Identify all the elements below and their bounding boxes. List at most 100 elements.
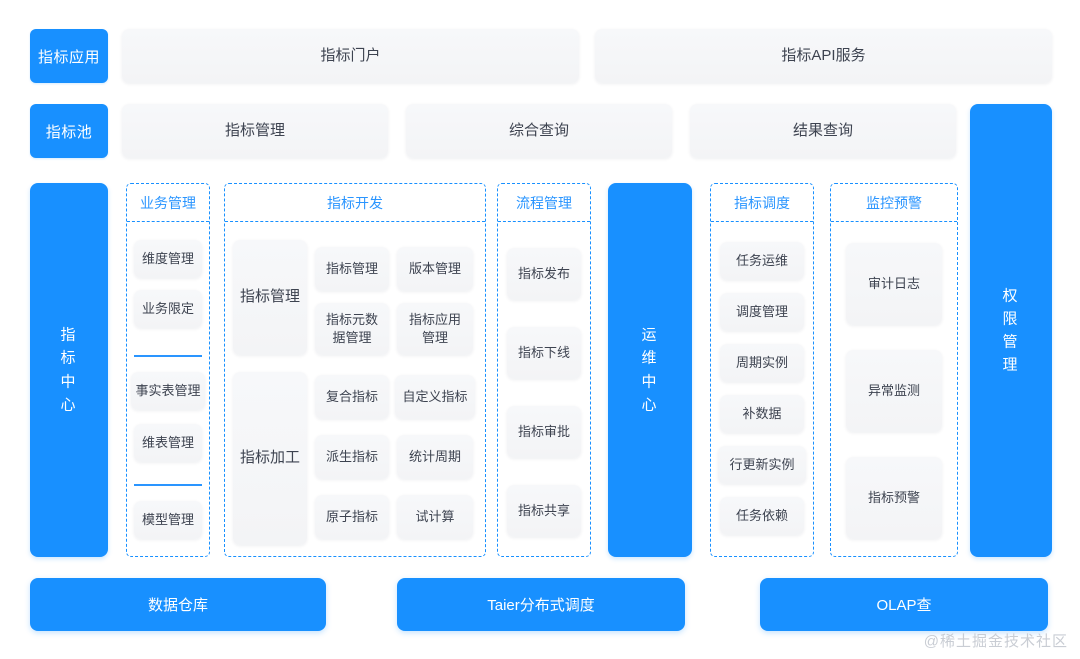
card-label: 任务依赖 bbox=[735, 508, 788, 524]
card-dimension-table-management[interactable]: 维表管理 bbox=[134, 424, 202, 462]
card-comprehensive-query[interactable]: 综合查询 bbox=[406, 104, 672, 158]
card-business-limitation[interactable]: 业务限定 bbox=[134, 290, 202, 328]
card-label: 业务限定 bbox=[141, 301, 194, 317]
card-schedule-management[interactable]: 调度管理 bbox=[720, 293, 804, 331]
card-trial-calculation[interactable]: 试计算 bbox=[397, 495, 473, 539]
group-title: 流程管理 bbox=[498, 184, 590, 222]
card-row-update-instance[interactable]: 行更新实例 bbox=[718, 446, 806, 484]
card-indicator-management-dev[interactable]: 指标管理 bbox=[233, 240, 307, 355]
foundation-label: Taier分布式调度 bbox=[487, 597, 595, 614]
card-fact-table-management[interactable]: 事实表管理 bbox=[131, 372, 205, 410]
card-indicator-application-management[interactable]: 指标应用管理 bbox=[397, 303, 473, 355]
card-label: 指标预警 bbox=[867, 490, 920, 506]
group-business-management: 业务管理 bbox=[126, 183, 210, 557]
foundation-data-warehouse[interactable]: 数据仓库 bbox=[30, 578, 326, 631]
card-label: 派生指标 bbox=[325, 449, 378, 465]
panel-operations-center[interactable]: 运 维 中 心 bbox=[608, 183, 692, 557]
vertical-char: 心 bbox=[641, 396, 659, 414]
card-indicator-alert[interactable]: 指标预警 bbox=[846, 457, 942, 539]
card-label: 指标下线 bbox=[517, 345, 570, 361]
card-label: 指标管理 bbox=[224, 121, 285, 139]
vertical-char: 维 bbox=[641, 349, 659, 367]
vertical-char: 指 bbox=[60, 326, 78, 344]
card-atomic-indicator[interactable]: 原子指标 bbox=[315, 495, 389, 539]
card-custom-indicator[interactable]: 自定义指标 bbox=[395, 375, 475, 419]
card-label: 审计日志 bbox=[867, 276, 920, 292]
card-label: 补数据 bbox=[742, 406, 782, 422]
card-label: 指标管理 bbox=[325, 261, 378, 277]
panel-permission-management-label: 权 限 管 理 bbox=[970, 284, 1052, 377]
card-label: 版本管理 bbox=[408, 261, 461, 277]
card-audit-log[interactable]: 审计日志 bbox=[846, 243, 942, 325]
vertical-char: 运 bbox=[641, 326, 659, 344]
card-indicator-management-pool[interactable]: 指标管理 bbox=[122, 104, 388, 158]
card-label: 行更新实例 bbox=[729, 457, 795, 473]
foundation-taier-distributed-scheduling[interactable]: Taier分布式调度 bbox=[397, 578, 685, 631]
card-indicator-approval[interactable]: 指标审批 bbox=[507, 406, 581, 458]
card-label: 事实表管理 bbox=[135, 383, 201, 399]
card-label: 模型管理 bbox=[141, 512, 194, 528]
card-indicator-portal[interactable]: 指标门户 bbox=[122, 29, 579, 83]
card-label: 维表管理 bbox=[141, 435, 194, 451]
group-monitoring-alerting: 监控预警 bbox=[830, 183, 958, 557]
vertical-char: 权 bbox=[1002, 287, 1020, 304]
panel-indicator-center[interactable]: 指 标 中 心 bbox=[30, 183, 108, 557]
panel-permission-management[interactable]: 权 限 管 理 bbox=[970, 104, 1052, 557]
vertical-char: 标 bbox=[60, 349, 78, 367]
card-label: 任务运维 bbox=[735, 253, 788, 269]
card-label: 指标管理 bbox=[239, 288, 300, 306]
card-indicator-sharing[interactable]: 指标共享 bbox=[507, 485, 581, 537]
card-version-management[interactable]: 版本管理 bbox=[397, 247, 473, 291]
card-indicator-offline[interactable]: 指标下线 bbox=[507, 327, 581, 379]
vertical-char: 心 bbox=[60, 396, 78, 414]
group-title: 指标调度 bbox=[711, 184, 813, 222]
card-composite-indicator[interactable]: 复合指标 bbox=[315, 375, 389, 419]
card-label: 复合指标 bbox=[325, 389, 378, 405]
card-statistical-period[interactable]: 统计周期 bbox=[397, 435, 473, 479]
card-label: 指标审批 bbox=[517, 424, 570, 440]
card-indicator-publish[interactable]: 指标发布 bbox=[507, 248, 581, 300]
card-label: 结果查询 bbox=[792, 121, 853, 139]
card-model-management[interactable]: 模型管理 bbox=[134, 501, 202, 539]
card-task-dependency[interactable]: 任务依赖 bbox=[720, 497, 804, 535]
card-label: 自定义指标 bbox=[402, 389, 468, 405]
layer-badge-indicator-application[interactable]: 指标应用 bbox=[30, 29, 108, 83]
card-periodic-instance[interactable]: 周期实例 bbox=[720, 344, 804, 382]
card-label: 综合查询 bbox=[508, 121, 569, 139]
group-process-management: 流程管理 bbox=[497, 183, 591, 557]
foundation-label: 数据仓库 bbox=[147, 597, 208, 614]
card-label: 原子指标 bbox=[325, 509, 378, 525]
card-anomaly-detection[interactable]: 异常监测 bbox=[846, 350, 942, 432]
card-label: 指标API服务 bbox=[781, 46, 866, 64]
card-label: 维度管理 bbox=[141, 251, 194, 267]
card-indicator-api-service[interactable]: 指标API服务 bbox=[595, 29, 1052, 83]
card-indicator-metadata-management[interactable]: 指标元数据管理 bbox=[315, 303, 389, 355]
foundation-label: OLAP查 bbox=[876, 597, 932, 614]
group-title: 监控预警 bbox=[831, 184, 957, 222]
layer-badge-label: 指标应用 bbox=[37, 48, 100, 66]
card-indicator-processing[interactable]: 指标加工 bbox=[233, 372, 307, 545]
card-label: 调度管理 bbox=[735, 304, 788, 320]
watermark: @稀土掘金技术社区 bbox=[923, 633, 1068, 650]
group-title: 指标开发 bbox=[225, 184, 485, 222]
foundation-olap-query[interactable]: OLAP查 bbox=[760, 578, 1048, 631]
card-label: 统计周期 bbox=[408, 449, 461, 465]
card-label: 指标应用管理 bbox=[408, 312, 461, 345]
card-data-backfill[interactable]: 补数据 bbox=[720, 395, 804, 433]
panel-indicator-center-label: 指 标 中 心 bbox=[30, 324, 108, 417]
card-label: 指标加工 bbox=[239, 449, 300, 467]
vertical-char: 理 bbox=[1002, 356, 1020, 374]
vertical-char: 中 bbox=[60, 373, 78, 390]
card-dimension-management[interactable]: 维度管理 bbox=[134, 240, 202, 278]
card-indicator-management-grid[interactable]: 指标管理 bbox=[315, 247, 389, 291]
card-label: 指标元数据管理 bbox=[325, 312, 378, 345]
card-label: 指标门户 bbox=[320, 46, 381, 64]
card-label: 指标共享 bbox=[517, 503, 570, 519]
card-derived-indicator[interactable]: 派生指标 bbox=[315, 435, 389, 479]
vertical-char: 中 bbox=[641, 373, 659, 390]
card-result-query[interactable]: 结果查询 bbox=[690, 104, 956, 158]
card-label: 周期实例 bbox=[735, 355, 788, 371]
layer-badge-indicator-pool[interactable]: 指标池 bbox=[30, 104, 108, 158]
card-task-operations[interactable]: 任务运维 bbox=[720, 242, 804, 280]
